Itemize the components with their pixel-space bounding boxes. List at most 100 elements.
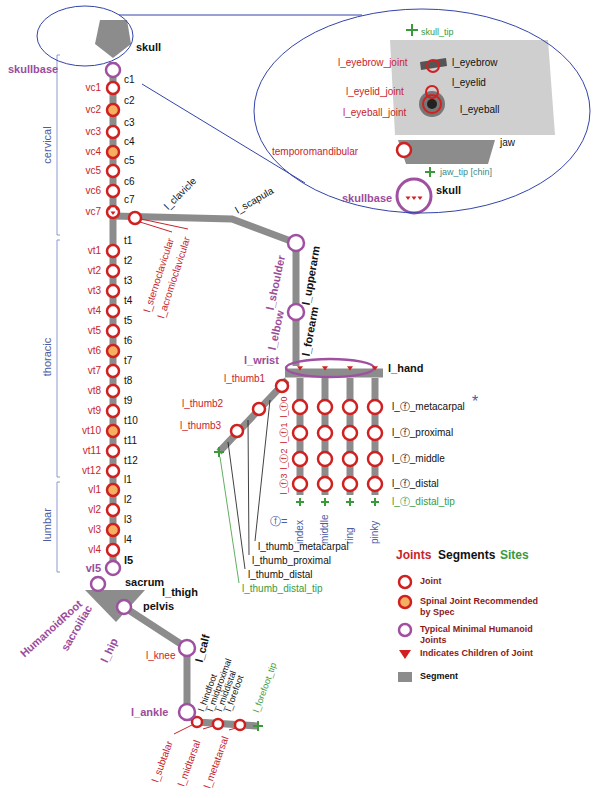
- skeleton-part: [235, 720, 245, 730]
- part-label: pelvis: [143, 600, 174, 613]
- skeleton-part: [368, 400, 382, 414]
- part-label: vc3: [85, 126, 101, 138]
- skeleton-part: [368, 426, 382, 440]
- part-label: l_subtalar: [150, 739, 176, 784]
- zoom-connector: [119, 15, 362, 16]
- part-label: c5: [124, 155, 135, 167]
- skeleton-part: [91, 577, 105, 591]
- part-label: c1: [124, 74, 135, 86]
- skeleton-part: [293, 452, 307, 466]
- skeleton-part: [318, 452, 332, 466]
- part-label: vt12: [82, 465, 101, 477]
- legend-text: Joint: [420, 576, 550, 587]
- part-label: vt10: [82, 425, 101, 437]
- skeleton-part: [107, 285, 119, 297]
- skeleton-part: [106, 561, 120, 575]
- skeleton-part: [107, 146, 119, 158]
- part-label: l4: [124, 534, 132, 546]
- part-label: sacrum: [125, 576, 164, 589]
- skeleton-part: [203, 726, 213, 729]
- skeleton-part: [179, 640, 195, 656]
- skeleton-part: [427, 99, 437, 109]
- part-label: l_eyelid_joint: [346, 86, 404, 98]
- skeleton-part: [179, 704, 195, 720]
- legend-sample: [399, 596, 411, 608]
- skeleton-part: [288, 304, 304, 320]
- part-label: temporomandibular: [272, 146, 358, 158]
- part-label: l_ⓕ3: [279, 473, 289, 494]
- skeleton-part: [322, 366, 328, 370]
- part-label: l_thumb_metacarpal: [258, 541, 349, 553]
- skeleton-part: [115, 208, 119, 211]
- part-label: l3: [124, 514, 132, 526]
- part-label: l_thumb3: [180, 420, 221, 432]
- part-label: pinky: [369, 521, 381, 544]
- skeleton-part: [399, 624, 411, 636]
- skeleton-part: [346, 498, 354, 506]
- skeleton-part: [372, 366, 378, 370]
- zoom-ellipse: skull_tipl_eyebrow_jointl_eyebrowl_eyeli…: [252, 8, 592, 214]
- skeleton-part: [371, 498, 379, 506]
- skeleton-part: [142, 84, 305, 183]
- skeleton-part: [253, 403, 265, 415]
- part-label: vt7: [88, 365, 101, 377]
- skeleton-part: [343, 477, 357, 491]
- skeleton-part: [425, 167, 435, 177]
- part-label: lumbar: [41, 508, 54, 542]
- part-label: t3: [124, 275, 132, 287]
- legend-sample: [399, 650, 411, 659]
- skeleton-part: [107, 245, 119, 257]
- skeleton-part: [140, 219, 236, 734]
- part-label: c3: [124, 117, 135, 129]
- part-label: l_hip: [98, 636, 120, 665]
- legend-sample: [398, 672, 412, 682]
- part-label: t6: [124, 335, 132, 347]
- skeleton-part: [107, 208, 111, 211]
- skeleton-part: [248, 420, 249, 555]
- skeleton-part: [107, 385, 119, 397]
- skeleton-part: [107, 325, 119, 337]
- part-label: l_metatarsal: [202, 735, 231, 790]
- part-label: l_thumb1: [224, 373, 265, 385]
- skeleton-part: [368, 452, 382, 466]
- part-label: l_ⓕ_distal: [392, 478, 439, 490]
- skeleton-part: [124, 607, 258, 726]
- skeleton-part: [174, 725, 192, 734]
- part-label: t5: [124, 315, 132, 327]
- skeleton-part: [288, 235, 304, 251]
- skeleton-part: [231, 425, 243, 437]
- zoom-ellipse: skull: [35, 4, 165, 68]
- part-label: vt8: [88, 385, 101, 397]
- skeleton-part: [107, 165, 119, 177]
- ellipse-outline: [252, 8, 592, 214]
- part-label: vt5: [88, 325, 101, 337]
- part-label: l_eyeball_joint: [343, 107, 406, 119]
- part-label: vt1: [88, 245, 101, 257]
- part-label: skull: [136, 41, 161, 54]
- part-label: l_ⓕ_metacarpal: [392, 401, 465, 413]
- part-label: l_hand: [388, 362, 423, 375]
- part-label: vl2: [88, 504, 101, 516]
- skeleton-part: [390, 40, 555, 135]
- part-label: t10: [124, 415, 138, 427]
- skeleton-part: [107, 206, 119, 218]
- skeleton-part: [107, 126, 119, 138]
- part-label: l_ankle: [131, 706, 168, 719]
- part-label: middle: [319, 515, 331, 544]
- part-label: t9: [124, 395, 132, 407]
- skeleton-part: [107, 504, 119, 516]
- part-label: l_clavicle: [162, 175, 199, 212]
- skeleton-part: [368, 477, 382, 491]
- skeleton-part: [412, 197, 417, 201]
- skeleton-part: [57, 55, 60, 572]
- part-label: t2: [124, 255, 132, 267]
- part-label: t8: [124, 375, 132, 387]
- skeleton-part: [318, 477, 332, 491]
- legend-sample: [399, 576, 411, 588]
- legend-text: Segment: [420, 671, 550, 682]
- skeleton-part: [406, 197, 411, 201]
- skeleton-part: [57, 55, 60, 572]
- part-label: t12: [124, 455, 138, 467]
- skeleton-part: [107, 82, 119, 94]
